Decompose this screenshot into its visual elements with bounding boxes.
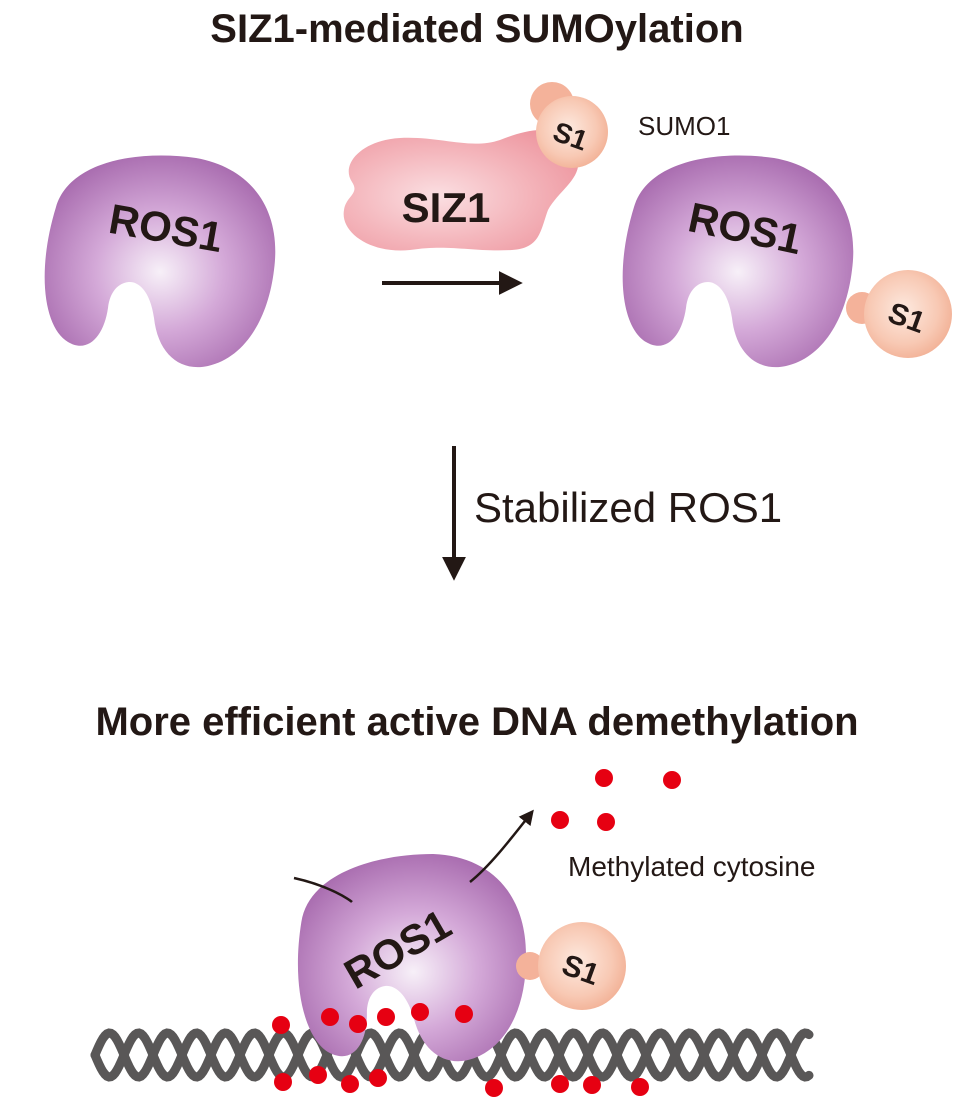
methyl-dot [321,1008,339,1026]
methyl-dot [551,811,569,829]
methyl-dot [551,1075,569,1093]
ros1-protein-unmodified: ROS1 [44,155,276,368]
methyl-dot [485,1079,503,1097]
bottom-title: More efficient active DNA demethylation [95,700,858,744]
methyl-dot [309,1066,327,1084]
methyl-dot [595,769,613,787]
methyl-dot [631,1078,649,1096]
methyl-dot [583,1076,601,1094]
methylated-cytosine-label: Methylated cytosine [568,851,815,882]
methyl-dot [597,813,615,831]
ros1-protein-sumoylated: ROS1 [622,155,854,368]
methyl-dot [274,1073,292,1091]
siz1-blob [343,129,579,251]
release-arrow-out [469,809,534,883]
top-title: SIZ1-mediated SUMOylation [210,7,743,51]
methyl-dot [369,1069,387,1087]
siz1-enzyme: SIZ1 [343,129,579,251]
methyl-dot [272,1016,290,1034]
methylated-cytosine-dots [272,769,681,1097]
siz1-label: SIZ1 [402,184,491,231]
sumo-on-siz1: S1 [530,82,608,168]
methyl-dot [341,1075,359,1093]
sumo-on-ros1: S1 [846,270,952,358]
release-arrow [293,876,353,903]
sumo1-name-label: SUMO1 [638,111,730,141]
ros1-protein-on-dna: ROS1 [282,840,541,1083]
methyl-dot [455,1005,473,1023]
methyl-dot [411,1003,429,1021]
methyl-dot [349,1015,367,1033]
sumo-on-dna-ros1: S1 [516,922,626,1010]
stabilized-ros1-label: Stabilized ROS1 [474,484,782,531]
methyl-dot [663,771,681,789]
dna-strand-a [90,1028,814,1082]
methyl-dot [377,1008,395,1026]
